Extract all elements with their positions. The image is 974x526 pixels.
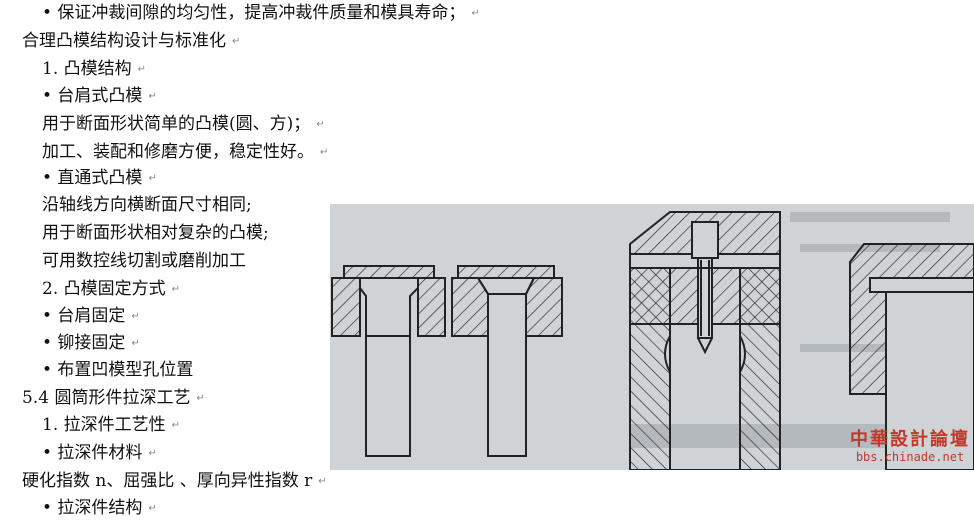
bullet-item: • 拉深件结构↵ [42,498,157,518]
bullet-item: • 布置凹模型孔位置 [42,360,194,380]
watermark-title: 中華設計論壇 [850,429,970,450]
subheading: 2. 凸模固定方式↵ [42,279,181,299]
text-line: 加工、装配和修磨方便，稳定性好。↵ [42,142,329,162]
paragraph-mark-icon: ↵ [232,35,241,47]
paragraph-mark-icon: ↵ [316,118,325,130]
text-line: 硬化指数 n、屈强比 、厚向异性指数 r↵ [22,471,327,491]
paragraph-mark-icon: ↵ [148,447,157,459]
paragraph-mark-icon: ↵ [148,90,157,102]
watermark-url: bbs.chinade.net [855,450,965,464]
shoulder-punch-drawing [331,265,446,457]
paragraph-mark-icon: ↵ [131,337,140,349]
paragraph-mark-icon: ↵ [320,146,329,158]
section-heading: 5.4 圆筒形件拉深工艺↵ [22,388,205,408]
paragraph-mark-icon: ↵ [131,310,140,322]
text-line: 用于断面形状简单的凸模(圆、方)；↵ [42,114,325,134]
paragraph-mark-icon: ↵ [148,502,157,514]
bullet-item: • 铆接固定↵ [42,333,140,353]
subheading: 1. 凸模结构↵ [42,59,147,79]
paragraph-mark-icon: ↵ [318,475,327,487]
text-line: 沿轴线方向横断面尺寸相同; [42,195,252,215]
text-line: 可用数控线切割或磨削加工 [42,251,246,271]
rivet-punch-drawing [451,265,563,457]
bullet-item: • 台肩式凸模↵ [42,86,157,106]
text-line: 用于断面形状相对复杂的凸模; [42,223,269,243]
paragraph-mark-icon: ↵ [171,419,181,431]
bullet-item: • 拉深件材料↵ [42,443,157,463]
subheading: 1. 拉深件工艺性↵ [42,415,181,435]
drawing-svg [331,211,974,470]
text-line: • 保证冲裁间隙的均匀性，提高冲裁件质量和模具寿命；↵ [42,3,480,23]
section-heading: 合理凸模结构设计与标准化↵ [22,31,241,51]
paragraph-mark-icon: ↵ [137,63,147,75]
partial-punch-drawing [849,243,974,470]
paragraph-mark-icon: ↵ [171,283,181,295]
bullet-item: • 台肩固定↵ [42,306,140,326]
punch-fixing-drawing: 中華設計論壇 bbs.chinade.net [330,204,974,470]
paragraph-mark-icon: ↵ [148,172,157,184]
screw-fixed-punch-drawing [629,211,781,470]
paragraph-mark-icon: ↵ [471,7,480,19]
bullet-item: • 直通式凸模↵ [42,168,157,188]
paragraph-mark-icon: ↵ [196,392,205,404]
site-watermark: 中華設計論壇 bbs.chinade.net [850,429,970,465]
